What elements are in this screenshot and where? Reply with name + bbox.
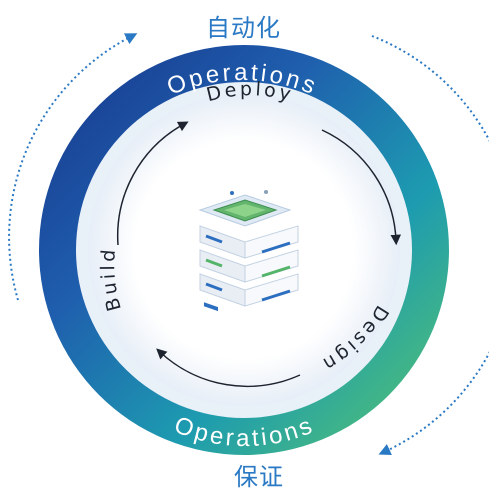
arrow-deploy-to-design [321,129,401,246]
assurance-label: 保证 [234,463,284,491]
arrow-build-to-deploy [116,121,189,246]
outer-arc-top-left [8,33,138,301]
automation-label: 自动化 [206,14,281,42]
arrow-design-to-build [156,348,301,388]
server-stack-icon [198,190,299,312]
